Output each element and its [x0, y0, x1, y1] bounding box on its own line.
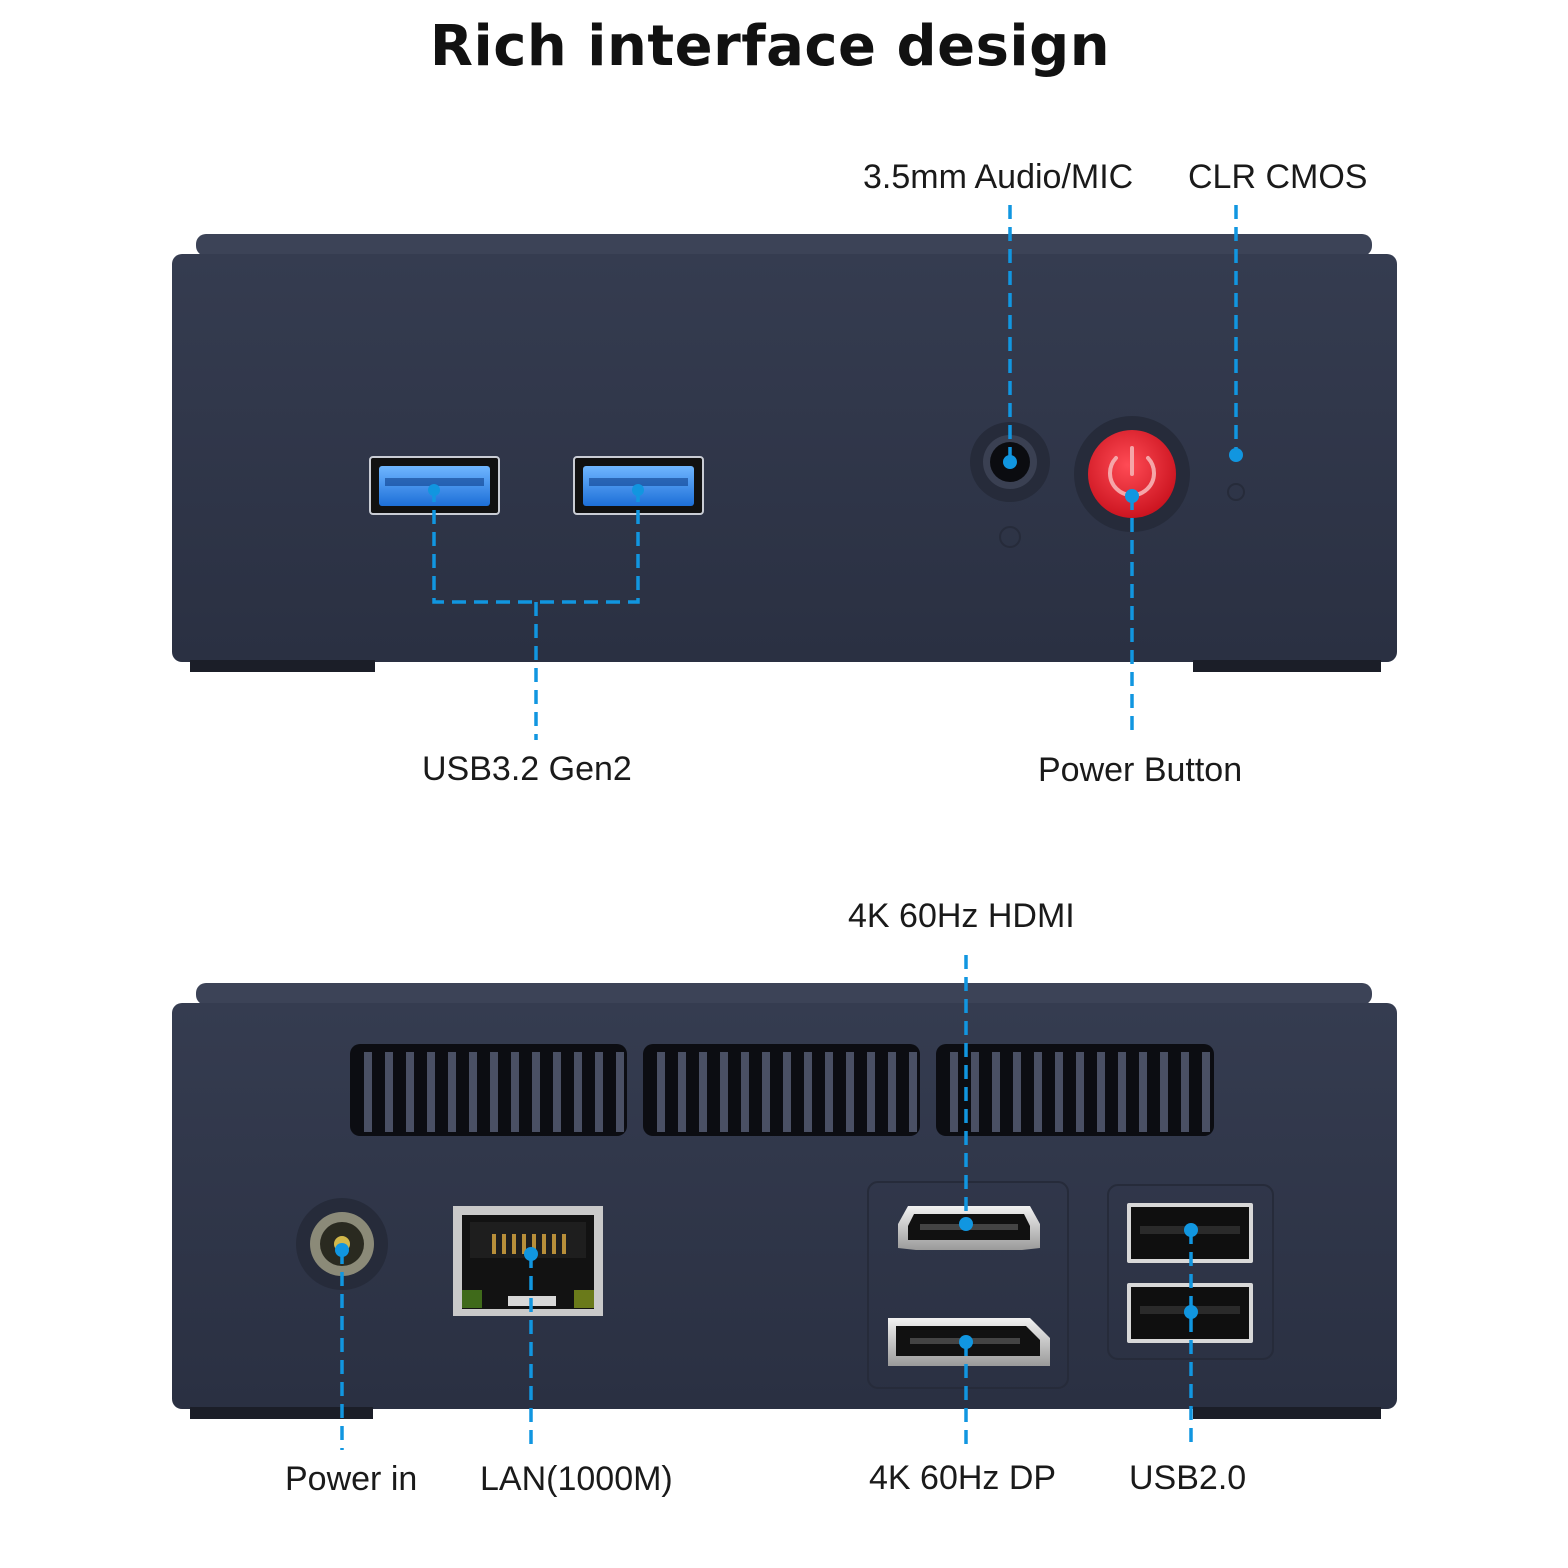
- label-usb20: USB2.0: [1129, 1459, 1247, 1497]
- lan-pin: [512, 1234, 516, 1254]
- vent-fin: [364, 1052, 372, 1132]
- label-power-in: Power in: [285, 1460, 418, 1498]
- vent-fin: [720, 1052, 728, 1132]
- label-lan: LAN(1000M): [480, 1460, 673, 1498]
- lan-pin: [552, 1234, 556, 1254]
- front-callouts: [432, 205, 1238, 740]
- lan-port-icon: [453, 1206, 603, 1316]
- vent-fin: [1097, 1052, 1105, 1132]
- vent-fin: [448, 1052, 456, 1132]
- vent-fin: [1055, 1052, 1063, 1132]
- label-power-button: Power Button: [1038, 751, 1243, 789]
- vent-fin: [992, 1052, 1000, 1132]
- vent-fin: [469, 1052, 477, 1132]
- label-clr-cmos: CLR CMOS: [1188, 158, 1368, 196]
- lan-pin: [522, 1234, 526, 1254]
- label-usb32-gen2: USB3.2 Gen2: [422, 750, 632, 788]
- vent-fin: [1139, 1052, 1147, 1132]
- lan-pin: [492, 1234, 496, 1254]
- vent-fin: [1202, 1052, 1210, 1132]
- label-audio-mic: 3.5mm Audio/MIC: [863, 158, 1134, 196]
- vent-fin: [1076, 1052, 1084, 1132]
- vent-fin: [699, 1052, 707, 1132]
- rear-callout-dots: [335, 1217, 1198, 1349]
- vent-fin: [1013, 1052, 1021, 1132]
- vent-fin: [741, 1052, 749, 1132]
- vent-fin: [616, 1052, 624, 1132]
- lan-pin: [542, 1234, 546, 1254]
- vent-fin: [385, 1052, 393, 1132]
- lan-pin: [502, 1234, 506, 1254]
- vent-fin: [804, 1052, 812, 1132]
- vent-fin: [553, 1052, 561, 1132]
- power-button-icon: [1074, 416, 1190, 532]
- label-dp: 4K 60Hz DP: [869, 1459, 1057, 1497]
- vent-fin: [532, 1052, 540, 1132]
- lan-pin: [562, 1234, 566, 1254]
- vent-fin: [511, 1052, 519, 1132]
- vent-fin: [888, 1052, 896, 1132]
- front-panel: [172, 205, 1397, 740]
- vent-fin: [490, 1052, 498, 1132]
- vent-fin: [1034, 1052, 1042, 1132]
- vent-fin: [971, 1052, 979, 1132]
- vent-fin: [783, 1052, 791, 1132]
- vent-fin: [406, 1052, 414, 1132]
- vent-fin: [867, 1052, 875, 1132]
- vent-fin: [909, 1052, 917, 1132]
- rear-panel: [172, 955, 1397, 1450]
- vent-fin: [678, 1052, 686, 1132]
- vent-fin: [1181, 1052, 1189, 1132]
- vent-fin: [950, 1052, 958, 1132]
- lan-pin: [532, 1234, 536, 1254]
- vent-fin: [657, 1052, 665, 1132]
- vent-fin: [1160, 1052, 1168, 1132]
- vent-fin: [1118, 1052, 1126, 1132]
- vent-fin: [846, 1052, 854, 1132]
- vent-fin: [595, 1052, 603, 1132]
- rear-callouts: [340, 955, 1193, 1450]
- vent-fin: [427, 1052, 435, 1132]
- label-hdmi: 4K 60Hz HDMI: [848, 897, 1075, 935]
- page-title: Rich interface design: [429, 14, 1111, 79]
- vent-fin: [574, 1052, 582, 1132]
- clr-cmos-hole-icon: [1227, 483, 1245, 501]
- vent-fin: [825, 1052, 833, 1132]
- front-callout-dots: [428, 448, 1243, 503]
- vent-grille: [350, 1044, 1214, 1136]
- vent-fin: [762, 1052, 770, 1132]
